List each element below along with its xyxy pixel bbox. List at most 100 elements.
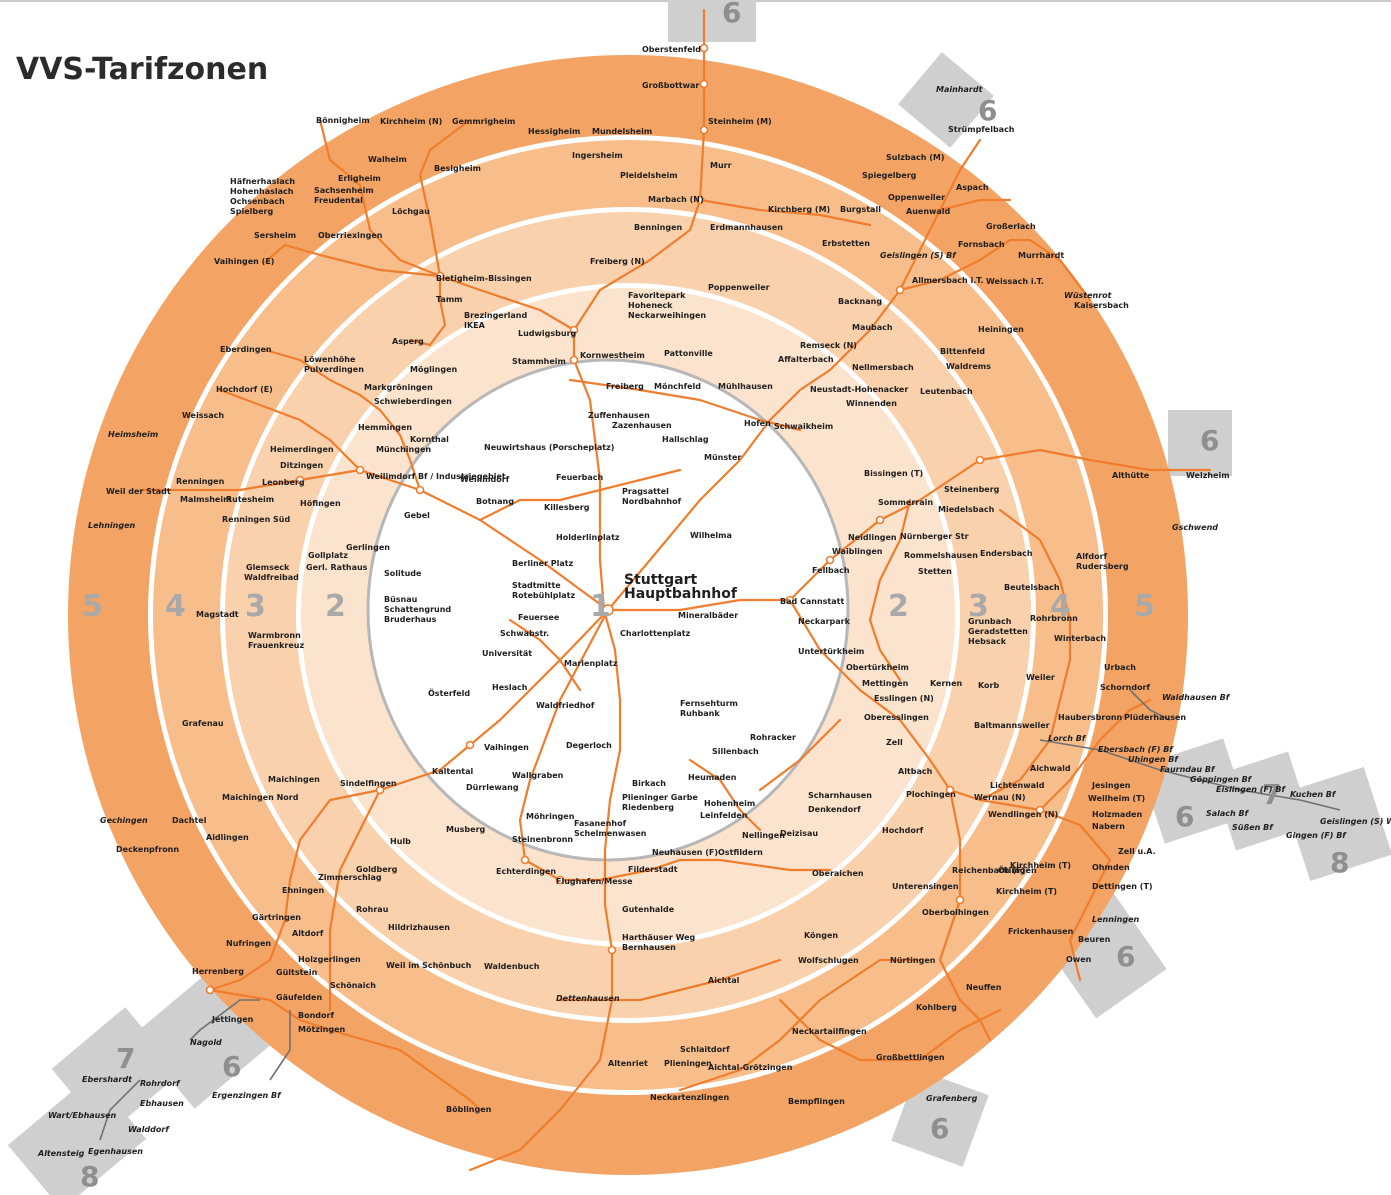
station-label: Renningen Süd	[222, 515, 291, 524]
station-label: Stetten	[918, 567, 952, 576]
station-label: Erdmannhausen	[710, 223, 783, 232]
station-label: Maichingen	[268, 775, 320, 784]
station-label: Kornwestheim	[580, 351, 645, 360]
zone-number-east-2: 2	[888, 589, 909, 624]
station-label: Österfeld	[428, 688, 470, 698]
zone-number-east-3: 3	[968, 589, 989, 624]
station-label: Löwenhöhe	[304, 355, 356, 364]
station-label: Scharnhausen	[808, 791, 872, 800]
station-label: Rohrbronn	[1030, 614, 1078, 623]
outer-box-northeast	[898, 52, 994, 148]
station-label: Waldenbuch	[484, 962, 540, 971]
outer-box-goeppingen-8	[1281, 766, 1391, 882]
station-label: Geislingen (S) West Bf	[1320, 817, 1391, 826]
station-label: Maubach	[852, 323, 893, 332]
station-label: Schwieberdingen	[374, 397, 452, 406]
station-label: Mundelsheim	[592, 127, 652, 136]
station-label: Hoheneck	[628, 301, 673, 310]
station-label: Aspach	[956, 183, 989, 192]
station-label: Rutesheim	[226, 495, 274, 504]
station-label: Korb	[978, 681, 1000, 690]
station-label: Neckarpark	[798, 617, 851, 626]
station-label: Heimerdingen	[270, 445, 334, 454]
station-label: Neckartailfingen	[792, 1027, 867, 1036]
station-label: Stadtmitte	[512, 581, 561, 590]
zone-numbers: 1 5 4 3 2 2 3 4 5 6 6 6 6 7 8 6 6 6 7 8	[80, 0, 1349, 1193]
zone-rings	[68, 55, 1188, 1175]
zone-number-southwest-7: 7	[116, 1042, 135, 1075]
station-label: Solitude	[384, 569, 422, 578]
hub-label-line1: Stuttgart	[624, 572, 698, 588]
station-label: Killesberg	[544, 503, 590, 512]
station-label: Waiblingen	[832, 547, 883, 556]
station-label: Ebershardt	[82, 1075, 133, 1084]
hub-label-line2: Hauptbahnhof	[624, 586, 738, 602]
station-label: Altbach	[898, 767, 933, 776]
station-label: Fellbach	[812, 566, 850, 575]
station-label: Neustadt-Hohenacker	[810, 385, 908, 394]
station-label: Gutenhalde	[622, 905, 675, 914]
station-label: Marienplatz	[564, 659, 618, 668]
station-label: Bernhausen	[622, 943, 676, 952]
station-label: Freiberg (N)	[590, 257, 645, 266]
station-label: Goldberg	[356, 865, 398, 874]
station-label: Nürtingen	[890, 956, 936, 965]
station-label: Neckarweihingen	[628, 311, 706, 320]
station-label: Kernen	[930, 679, 963, 688]
station-label: Schlaitdorf	[680, 1045, 730, 1054]
station-label: Neckartenzlingen	[650, 1093, 729, 1102]
station-label: Löchgau	[392, 207, 430, 216]
station-label: Nagold	[190, 1038, 222, 1047]
station-label: Ochsenbach	[230, 197, 285, 206]
station-dot	[975, 455, 985, 465]
station-label: Kuchen Bf	[1290, 790, 1337, 799]
station-label: Mainhardt	[936, 85, 984, 94]
station-label: Filderstadt	[628, 865, 678, 874]
zone-number-west-5: 5	[82, 589, 103, 624]
station-label: Mettingen	[862, 679, 909, 688]
station-label: Harthäuser Weg	[622, 933, 696, 942]
station-label: Grafenberg	[926, 1094, 978, 1103]
station-dot	[555, 875, 565, 885]
zone-number-east-5: 5	[1134, 589, 1155, 624]
station-label: Allmersbach i.T.	[912, 276, 984, 285]
station-label: Gerl. Rathaus	[306, 563, 368, 572]
station-label: Welzheim	[1186, 471, 1230, 480]
zone-number-1: 1	[590, 589, 611, 624]
station-label: Renningen	[176, 477, 225, 486]
station-label: Münchingen	[376, 445, 431, 454]
station-label: Sindelfingen	[340, 779, 397, 788]
station-label: Owen	[1066, 955, 1092, 964]
station-label: Egenhausen	[88, 1147, 143, 1156]
station-label: Pattonville	[664, 349, 713, 358]
station-label: Universität	[482, 649, 532, 658]
station-dot	[205, 985, 215, 995]
station-label: Wallgraben	[512, 771, 564, 780]
station-label: Haubersbronn	[1058, 713, 1123, 722]
station-label: Backnang	[838, 297, 882, 306]
station-label: Gollplatz	[308, 551, 348, 560]
station-label: Ergenzingen Bf	[212, 1091, 282, 1100]
station-label: Weilimdorf Bf / Industriegebiet	[366, 472, 506, 481]
station-label: Altenriet	[608, 1059, 648, 1068]
station-label: Denkendorf	[808, 805, 861, 814]
station-label: Wart/Ebhausen	[48, 1111, 117, 1120]
station-label: Uhingen Bf	[1128, 755, 1179, 764]
station-label: Plieningen	[664, 1059, 712, 1068]
station-label: Affalterbach	[778, 355, 834, 364]
station-label: Grunbach	[968, 617, 1012, 626]
station-label: Leinfelden	[700, 811, 748, 820]
station-dot	[699, 79, 709, 89]
station-label: Fornsbach	[958, 240, 1005, 249]
station-label: Großbottwar	[642, 81, 699, 90]
station-label: Ingersheim	[572, 151, 623, 160]
station-label: Bissingen (T)	[864, 469, 923, 478]
station-label: Aichwald	[1030, 764, 1071, 773]
station-label: Köngen	[804, 931, 838, 940]
station-label: Zell u.A.	[1118, 847, 1156, 856]
station-label: Untertürkheim	[798, 647, 864, 656]
station-dot	[955, 895, 965, 905]
zone-number-west-2: 2	[325, 589, 346, 624]
station-label: Walheim	[368, 155, 407, 164]
